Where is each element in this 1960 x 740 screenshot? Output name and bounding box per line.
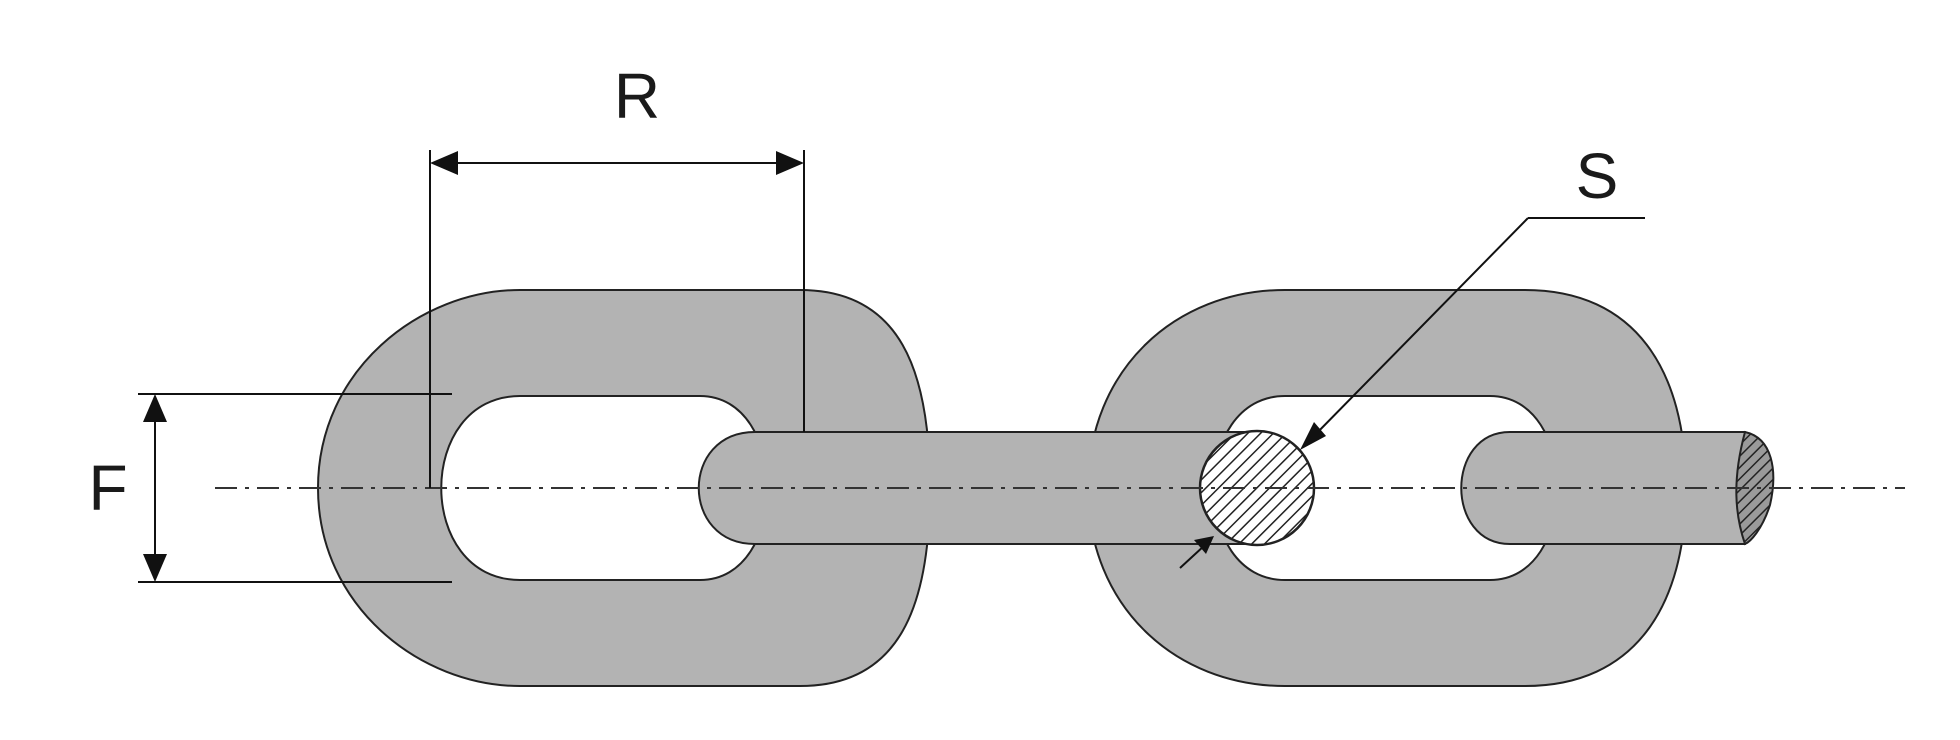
- width-label: F: [88, 452, 127, 524]
- pitch-label: R: [614, 60, 660, 132]
- diameter-label: S: [1576, 140, 1619, 212]
- width-dimension: F: [88, 393, 452, 583]
- diameter-dimension: S: [1179, 140, 1645, 569]
- pitch-dimension: R: [429, 60, 805, 488]
